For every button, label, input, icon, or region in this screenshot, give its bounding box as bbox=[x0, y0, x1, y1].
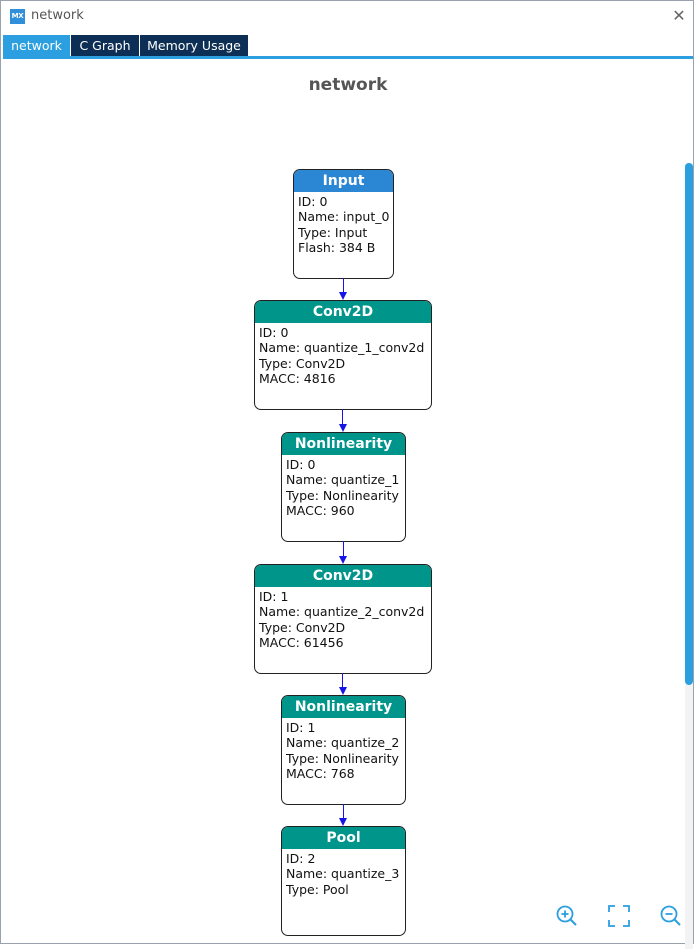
zoom-in-button[interactable] bbox=[554, 903, 580, 929]
node-property: Name: quantize_2_conv2d bbox=[259, 604, 425, 620]
close-button[interactable]: ✕ bbox=[672, 6, 686, 25]
vertical-scrollbar[interactable] bbox=[685, 163, 693, 949]
node-header: Nonlinearity bbox=[282, 696, 405, 718]
edge-arrowhead bbox=[339, 818, 347, 826]
tab-c-graph[interactable]: C Graph bbox=[71, 35, 139, 56]
title-bar: MX network ✕ bbox=[1, 1, 693, 33]
node-property: Name: quantize_1_conv2d bbox=[259, 340, 425, 356]
node-property: ID: 0 bbox=[286, 457, 316, 472]
tab-memory-usage[interactable]: Memory Usage bbox=[140, 35, 248, 56]
edge-line bbox=[342, 278, 344, 293]
zoom-out-button[interactable] bbox=[658, 903, 684, 929]
node-header: Nonlinearity bbox=[282, 433, 405, 455]
node-header: Input bbox=[294, 170, 393, 192]
edge-line bbox=[342, 804, 344, 819]
graph-title: network bbox=[308, 75, 388, 95]
node-property: ID: 0 bbox=[298, 194, 328, 209]
edge-arrowhead bbox=[339, 556, 347, 564]
node-property: Flash: 384 B bbox=[298, 239, 376, 255]
node-property: ID: 1 bbox=[286, 720, 316, 735]
node-property: ID: 0 bbox=[259, 325, 289, 340]
zoom-out-icon bbox=[660, 905, 681, 926]
window-title: network bbox=[31, 8, 84, 23]
node-property: Type: Input bbox=[298, 224, 368, 240]
node-property: Name: quantize_1 bbox=[286, 472, 400, 488]
app-logo-icon: MX bbox=[10, 9, 25, 24]
edge-arrowhead bbox=[339, 292, 347, 300]
edge-arrowhead bbox=[338, 424, 347, 432]
node-property: Type: Nonlinearity bbox=[286, 487, 399, 503]
node-header: Conv2D bbox=[255, 301, 431, 323]
node-property: MACC: 960 bbox=[286, 502, 355, 518]
zoom-in-icon bbox=[556, 905, 577, 926]
node-property: MACC: 61456 bbox=[259, 634, 344, 650]
tab-bar: network C Graph Memory Usage bbox=[3, 35, 693, 59]
node-property: Type: Nonlinearity bbox=[286, 750, 399, 766]
fit-screen-icon bbox=[608, 905, 630, 927]
edge-line bbox=[342, 409, 343, 425]
edge-line bbox=[342, 541, 344, 557]
edge-line bbox=[342, 673, 343, 688]
node-property: Name: input_0 bbox=[298, 209, 390, 225]
node-property: ID: 2 bbox=[286, 851, 316, 866]
node-property: Type: Pool bbox=[286, 881, 349, 897]
node-header: Conv2D bbox=[255, 565, 431, 587]
tab-network[interactable]: network bbox=[3, 35, 70, 56]
fit-screen-button[interactable] bbox=[606, 903, 632, 929]
node-property: Type: Conv2D bbox=[259, 355, 346, 371]
node-header: Pool bbox=[282, 827, 405, 849]
tab-underline bbox=[3, 56, 693, 59]
node-property: Name: quantize_2 bbox=[286, 735, 400, 751]
node-property: Name: quantize_3 bbox=[286, 866, 400, 882]
edge-arrowhead bbox=[338, 687, 347, 695]
node-property: MACC: 4816 bbox=[259, 370, 336, 386]
node-property: ID: 1 bbox=[259, 589, 289, 604]
scrollbar-thumb[interactable] bbox=[685, 163, 693, 685]
node-property: Type: Conv2D bbox=[259, 619, 346, 635]
node-property: MACC: 768 bbox=[286, 765, 355, 781]
